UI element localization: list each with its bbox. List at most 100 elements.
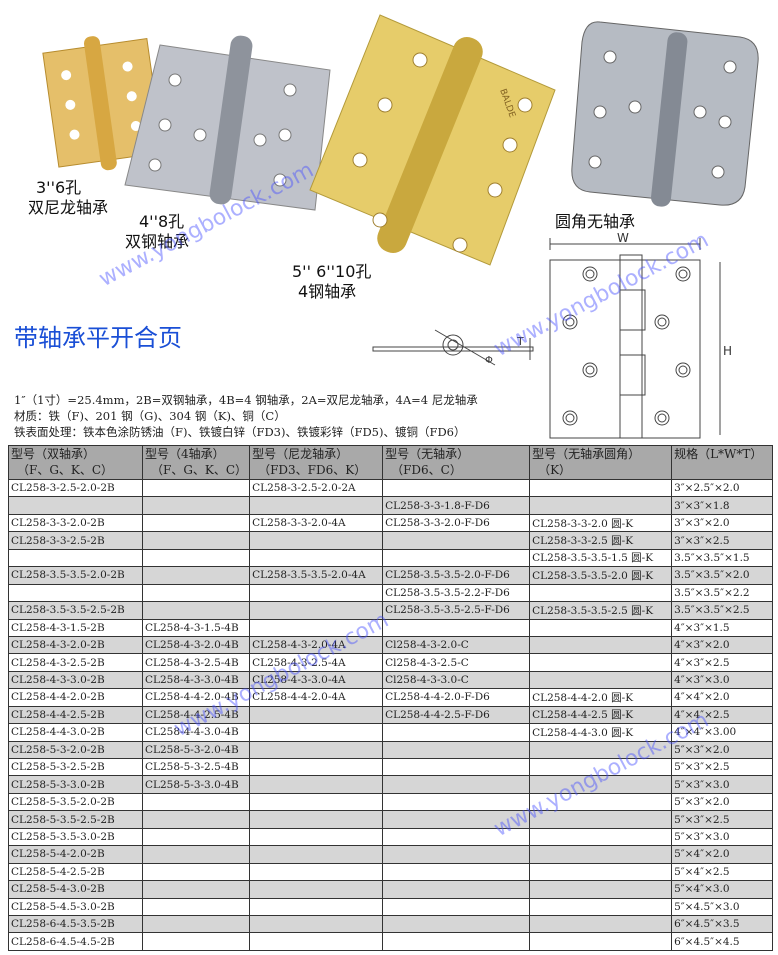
table-cell — [141, 548, 251, 568]
table-cell: 6″×4.5″×3.5 — [671, 914, 774, 934]
table-cell: CL258-4-3-3.0-4A — [249, 670, 384, 690]
product-caption-4: 圆角无轴承 — [555, 212, 636, 231]
table-cell: CL258-3.5-3.5-2.0-2B — [8, 566, 143, 585]
table-cell: 3.5″×3.5″×2.0 — [671, 566, 774, 585]
table-cell: 4″×3″×3.0 — [671, 670, 774, 690]
table-cell — [249, 810, 384, 829]
table-cell: CL258-5-3-2.0-4B — [141, 740, 251, 760]
table-cell — [382, 775, 531, 794]
table-cell — [529, 845, 673, 864]
table-cell: 4″×3″×2.5 — [671, 653, 774, 672]
table-cell — [529, 914, 673, 934]
table-cell: 3.5″×3.5″×1.5 — [671, 548, 774, 568]
table-cell — [529, 670, 673, 690]
column-header: 型号（无轴承）（FD6、C） — [382, 445, 531, 480]
table-cell — [141, 583, 251, 603]
table-cell — [249, 792, 384, 812]
table-cell — [249, 775, 384, 794]
hinge-3in-image — [42, 36, 164, 171]
table-cell — [8, 583, 143, 603]
table-cell: CL258-3-2.5-2.0-2A — [249, 478, 384, 498]
width-label: W — [617, 231, 629, 245]
hinge-4in-image — [124, 35, 331, 211]
product-caption-1: 3''6孔双尼龙轴承 — [28, 178, 109, 217]
table-cell: 3.5″×3.5″×2.5 — [671, 601, 774, 620]
table-cell: CL258-4-4-2.5 圆-K — [529, 705, 673, 725]
table-cell: CL258-3.5-3.5-2.5-F-D6 — [382, 601, 531, 620]
table-cell: CL258-4-4-2.0 圆-K — [529, 688, 673, 707]
table-cell: Cl258-4-3-2.0-C — [382, 635, 531, 655]
table-cell: CL258-3-3-2.0-4A — [249, 513, 384, 533]
table-cell — [141, 478, 251, 498]
table-cell: CL258-4-4-2.5-2B — [8, 705, 143, 725]
table-cell: CL258-4-4-2.0-2B — [8, 688, 143, 707]
table-cell: CL258-4-4-2.0-F-D6 — [382, 688, 531, 707]
table-cell — [249, 862, 384, 882]
table-cell — [529, 880, 673, 899]
table-cell: CL258-4-3-2.0-4B — [141, 635, 251, 655]
product-caption-2: 4''8孔双钢轴承 — [125, 212, 190, 251]
table-cell: 3″×2.5″×2.0 — [671, 478, 774, 498]
table-cell: 4″×4″×2.0 — [671, 688, 774, 707]
table-cell: CL258-3-3-2.0 圆-K — [529, 513, 673, 533]
table-cell: CL258-4-3-2.5-2B — [8, 653, 143, 672]
table-cell — [382, 531, 531, 550]
table-cell — [382, 478, 531, 498]
table-cell — [249, 845, 384, 864]
table-cell: 3.5″×3.5″×2.2 — [671, 583, 774, 603]
table-cell — [141, 897, 251, 916]
table-cell — [249, 897, 384, 916]
column-header: 规格（L*W*T） — [671, 445, 774, 480]
table-cell — [249, 880, 384, 899]
header-sub: （F、G、K、C） — [151, 463, 248, 477]
table-cell: CL258-3.5-3.5-1.5 圆-K — [529, 548, 673, 568]
table-cell: 5″×3″×2.5 — [671, 757, 774, 777]
note-line: 1″（1寸）=25.4mm，2B=双钢轴承，4B=4 钢轴承，2A=双尼龙轴承，… — [14, 393, 478, 407]
table-cell: CL258-3-3-1.8-F-D6 — [382, 496, 531, 515]
table-cell — [249, 723, 384, 742]
table-cell: CL258-5-4-2.5-2B — [8, 862, 143, 882]
table-cell: CL258-5-3-2.5-4B — [141, 757, 251, 777]
column-header: 型号（无轴承圆角）（K） — [529, 445, 673, 480]
header-sub: （FD6、C） — [391, 463, 462, 477]
note-line: 材质：铁（F)、201 钢（G)、304 钢（K)、铜（C） — [14, 409, 286, 423]
table-cell — [529, 827, 673, 847]
table-cell: CL258-5-4.5-3.0-2B — [8, 897, 143, 916]
table-cell: CL258-4-3-3.0-4B — [141, 670, 251, 690]
table-cell — [382, 723, 531, 742]
table-cell — [8, 548, 143, 568]
header-sub: （FD3、FD6、K） — [258, 463, 367, 477]
table-cell: CL258-5-3-2.0-2B — [8, 740, 143, 760]
table-row: CL258-3-3-1.8-F-D6 3″×3″×1.8 — [8, 496, 774, 515]
table-cell — [141, 601, 251, 620]
table-cell — [529, 740, 673, 760]
table-cell: CL258-5-3-2.5-2B — [8, 757, 143, 777]
table-cell — [382, 880, 531, 899]
table-cell: 3″×3″×1.8 — [671, 496, 774, 515]
table-cell: CL258-5-4-3.0-2B — [8, 880, 143, 899]
header-sub: （K） — [538, 463, 572, 477]
table-cell: 6″×4.5″×4.5 — [671, 932, 774, 951]
table-cell — [382, 897, 531, 916]
table-cell — [529, 653, 673, 672]
table-cell: CL258-3-3-2.0-F-D6 — [382, 513, 531, 533]
table-cell — [529, 810, 673, 829]
table-cell: CL258-4-3-1.5-2B — [8, 618, 143, 637]
table-cell — [249, 827, 384, 847]
table-cell: CL258-4-4-2.0-4A — [249, 688, 384, 707]
table-cell — [141, 880, 251, 899]
hinge-round-corner-image — [571, 21, 759, 207]
table-cell — [249, 932, 384, 951]
table-cell: CL258-4-4-2.5-F-D6 — [382, 705, 531, 725]
